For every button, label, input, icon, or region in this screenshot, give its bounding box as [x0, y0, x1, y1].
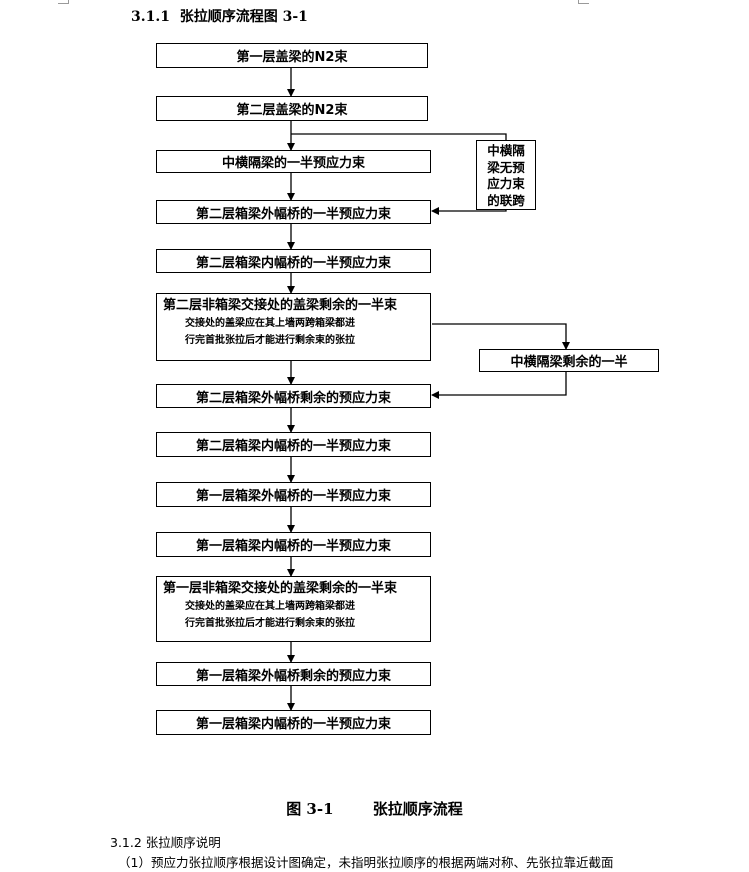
section-heading: 3.1.1 张拉顺序流程图 3-1 — [131, 6, 308, 26]
flow-step-8-label: 第二层箱梁内幅桥的一半预应力束 — [195, 439, 391, 454]
flow-step-2-label: 第二层盖梁的N2束 — [236, 103, 348, 118]
flow-step-13-label: 第一层箱梁内幅桥的一半预应力束 — [195, 717, 391, 732]
side-box-remaining-half-label: 中横隔梁剩余的一半 — [510, 355, 628, 370]
flow-step-6-line-1: 第二层非箱梁交接处的盖梁剩余的一半束 — [163, 298, 398, 313]
side-box-no-prestress-line-1: 中横隔 — [487, 143, 525, 158]
figure-caption: 图 3-1 张拉顺序流程 — [0, 798, 749, 819]
subsection-heading: 3.1.2 张拉顺序说明 — [110, 835, 221, 850]
flow-step-4: 第二层箱梁外幅桥的一半预应力束 — [156, 200, 431, 224]
side-box-no-prestress-span: 中横隔 梁无预 应力束 的联跨 — [476, 140, 536, 210]
flow-step-6-line-3: 行完首批张拉后才能进行剩余束的张拉 — [185, 335, 355, 346]
flow-step-1: 第一层盖梁的N2束 — [156, 43, 428, 68]
flow-step-9: 第一层箱梁外幅桥的一半预应力束 — [156, 482, 431, 507]
flow-step-11: 第一层非箱梁交接处的盖梁剩余的一半束 交接处的盖梁应在其上墙两跨箱梁都进 行完首… — [156, 576, 431, 642]
flow-step-1-label: 第一层盖梁的N2束 — [236, 50, 348, 65]
flow-step-11-line-3: 行完首批张拉后才能进行剩余束的张拉 — [185, 618, 355, 629]
flow-step-8: 第二层箱梁内幅桥的一半预应力束 — [156, 432, 431, 457]
section-heading-number: 3.1.1 — [131, 9, 170, 25]
side-box-no-prestress-line-2: 梁无预 — [487, 159, 525, 175]
flow-step-2: 第二层盖梁的N2束 — [156, 96, 428, 121]
flow-step-11-line-1: 第一层非箱梁交接处的盖梁剩余的一半束 — [163, 581, 398, 596]
section-heading-title: 张拉顺序流程图 3-1 — [179, 9, 308, 25]
flow-step-5-label: 第二层箱梁内幅桥的一半预应力束 — [195, 255, 391, 271]
flow-step-12-label: 第一层箱梁外幅桥剩余的预应力束 — [195, 668, 391, 684]
flow-step-10: 第一层箱梁内幅桥的一半预应力束 — [156, 532, 431, 557]
page-corner-mark-left — [58, 0, 69, 4]
side-box-remaining-half: 中横隔梁剩余的一半 — [479, 349, 659, 372]
figure-caption-title: 张拉顺序流程 — [372, 800, 463, 818]
flow-step-6-line-2: 交接处的盖梁应在其上墙两跨箱梁都进 — [185, 318, 355, 329]
flow-step-5: 第二层箱梁内幅桥的一半预应力束 — [156, 249, 431, 273]
flow-step-3-label: 中横隔梁的一半预应力束 — [221, 156, 365, 171]
side-box-no-prestress-line-4: 的联跨 — [487, 192, 525, 208]
flow-step-10-label: 第一层箱梁内幅桥的一半预应力束 — [195, 539, 391, 554]
flow-step-9-label: 第一层箱梁外幅桥的一半预应力束 — [195, 489, 391, 504]
flow-step-13: 第一层箱梁内幅桥的一半预应力束 — [156, 710, 431, 735]
flow-step-6: 第二层非箱梁交接处的盖梁剩余的一半束 交接处的盖梁应在其上墙两跨箱梁都进 行完首… — [156, 293, 431, 361]
flow-step-12: 第一层箱梁外幅桥剩余的预应力束 — [156, 662, 431, 686]
flow-step-4-label: 第二层箱梁外幅桥的一半预应力束 — [195, 206, 391, 222]
flow-step-11-line-2: 交接处的盖梁应在其上墙两跨箱梁都进 — [185, 601, 355, 612]
flow-step-7: 第二层箱梁外幅桥剩余的预应力束 — [156, 384, 431, 408]
side-box-no-prestress-line-3: 应力束 — [487, 176, 525, 191]
body-paragraph: （1）预应力张拉顺序根据设计图确定，未指明张拉顺序的根据两端对称、先张拉靠近截面 — [118, 855, 614, 870]
page-corner-mark-right — [578, 0, 589, 4]
figure-caption-number: 图 3-1 — [286, 800, 334, 818]
flow-step-3: 中横隔梁的一半预应力束 — [156, 150, 431, 173]
flow-step-7-label: 第二层箱梁外幅桥剩余的预应力束 — [195, 390, 391, 406]
